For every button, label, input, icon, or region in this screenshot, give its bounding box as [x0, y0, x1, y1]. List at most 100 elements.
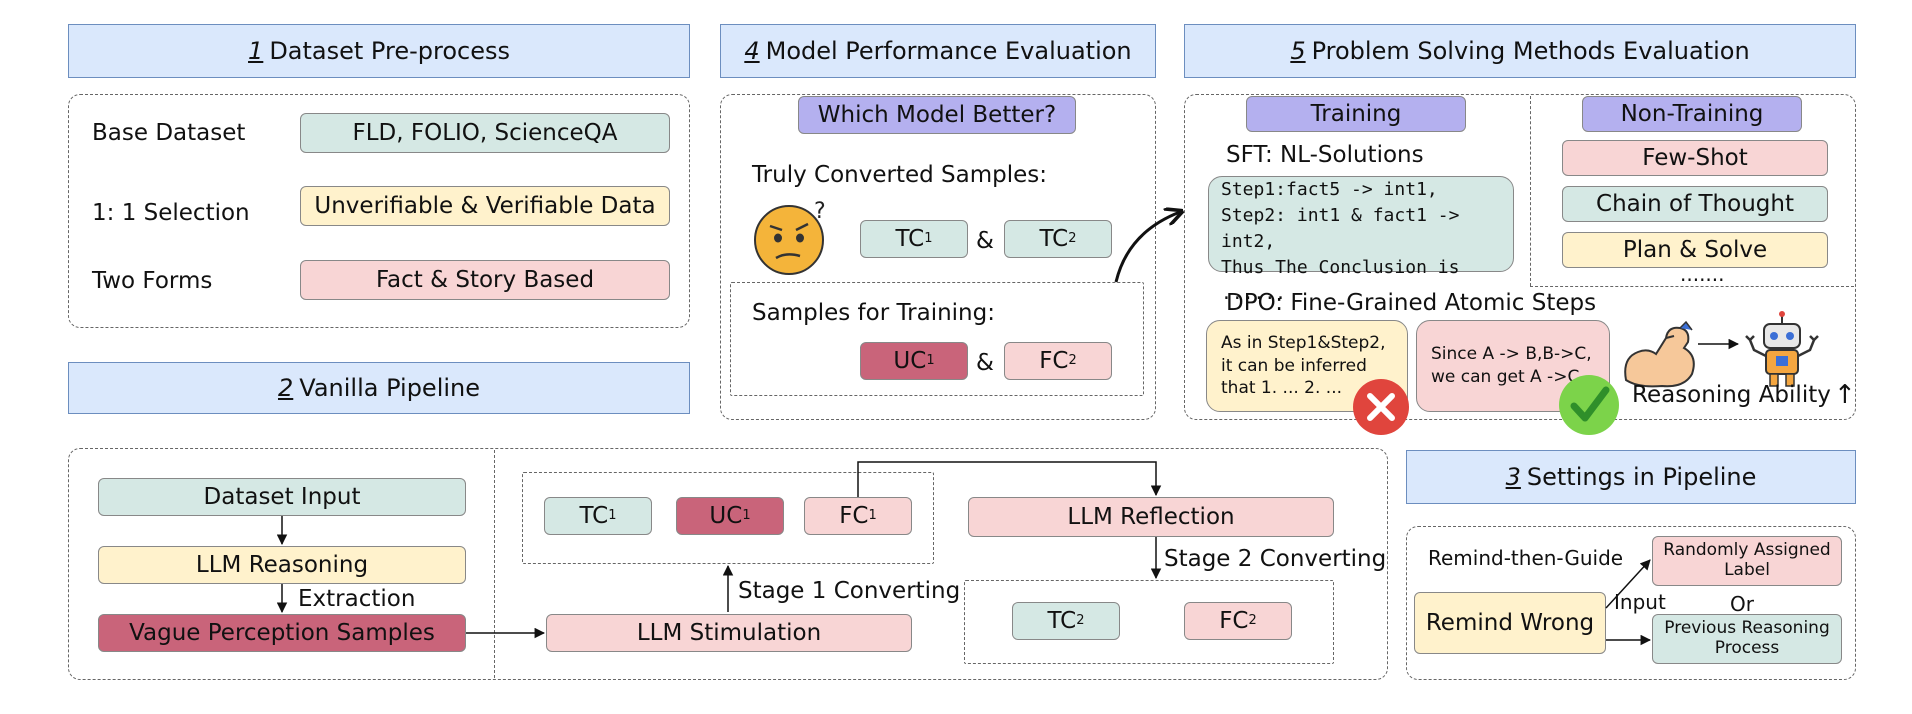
previous-process-box: Previous Reasoning Process [1652, 614, 1842, 664]
confused-face-icon: ? [752, 198, 836, 276]
robot-icon [1742, 310, 1822, 390]
svg-text:?: ? [814, 199, 826, 224]
section1-header: 1 Dataset Pre-process [68, 24, 690, 78]
section3-number: 3 [1505, 463, 1521, 491]
section3-panel [1406, 526, 1856, 680]
section1-panel [68, 94, 690, 328]
uc1-text: UC [709, 502, 743, 529]
dataset-input-box: Dataset Input [98, 478, 466, 516]
fc1-text: FC [839, 502, 869, 529]
train-amp: & [976, 350, 994, 376]
non-training-box: Non-Training [1582, 96, 1802, 132]
section5-panel [1184, 94, 1856, 420]
section2-number: 2 [277, 374, 294, 402]
section2-header: 2 Vanilla Pipeline [68, 362, 690, 414]
base-dataset-label: Base Dataset [92, 120, 246, 146]
section3-title: Settings in Pipeline [1526, 463, 1757, 491]
truly-tc2-sup: 2 [1068, 230, 1077, 246]
sft-line-3: Thus The Conclusion is ...... [1221, 257, 1460, 305]
tc2-sup: 2 [1076, 612, 1085, 628]
section1-number: 1 [248, 37, 264, 65]
section5-number: 5 [1290, 37, 1306, 65]
llm-reasoning-box: LLM Reasoning [98, 546, 466, 584]
chosen-line-2: we can get A ->C [1431, 367, 1580, 387]
fc1-sup: 1 [868, 507, 877, 523]
section4-panel [720, 94, 1156, 420]
section1-title: Dataset Pre-process [269, 37, 510, 65]
remind-then-guide-label: Remind-then-Guide [1428, 546, 1624, 570]
section2-divider [494, 450, 495, 678]
fc2-sup: 2 [1248, 612, 1257, 628]
section2-title: Vanilla Pipeline [299, 374, 481, 402]
section3-header: 3 Settings in Pipeline [1406, 450, 1856, 504]
truly-tc2-text: TC [1039, 225, 1069, 252]
pipeline-arrows [276, 338, 1740, 646]
check-icon [1558, 374, 1620, 436]
which-model-box: Which Model Better? [798, 96, 1076, 134]
section5-title: Problem Solving Methods Evaluation [1311, 37, 1750, 65]
truly-amp: & [976, 228, 994, 254]
fc2-text: FC [1219, 607, 1249, 634]
muscle-arm-icon [1618, 318, 1704, 394]
section5-hdivider [1530, 286, 1854, 287]
sft-label: SFT: NL-Solutions [1226, 142, 1424, 168]
section4-title: Model Performance Evaluation [765, 37, 1132, 65]
training-box: Training [1246, 96, 1466, 132]
stage2-label: Stage 2 Converting [1164, 546, 1387, 572]
section2-panel [68, 448, 1388, 680]
or-label: Or [1730, 592, 1754, 616]
tc2-text: TC [1047, 607, 1077, 634]
two-forms-label: Two Forms [92, 268, 213, 294]
reasoning-ability-label: Reasoning Ability [1632, 382, 1831, 408]
training-samples-group [730, 282, 1144, 396]
chosen-line-1: Since A -> B,B->C, [1431, 344, 1592, 365]
train-fc2-sup: 2 [1068, 352, 1077, 368]
rejected-line-3: that 1. ... 2. ... [1221, 378, 1343, 399]
tc1-text: TC [579, 502, 609, 529]
uc1-sup: 1 [742, 507, 751, 523]
truly-tc1-sup: 1 [924, 230, 933, 246]
selection-box: Unverifiable & Verifiable Data [300, 186, 670, 226]
train-uc1-sup: 1 [926, 352, 935, 368]
cross-icon [1352, 378, 1410, 436]
dpo-rejected-box: As in Step1&Step2, it can be inferred th… [1206, 320, 1408, 412]
dpo-label: DPO: Fine-Grained Atomic Steps [1226, 290, 1597, 316]
section4-header: 4 Model Performance Evaluation [720, 24, 1156, 78]
llm-stimulation-box: LLM Stimulation [546, 614, 912, 652]
remind-wrong-box: Remind Wrong [1414, 592, 1606, 654]
cot-box: Chain of Thought [1562, 186, 1828, 222]
training-samples-label: Samples for Training: [752, 300, 995, 326]
truly-converted-label: Truly Converted Samples: [752, 162, 1047, 188]
selection-label: 1: 1 Selection [92, 200, 250, 226]
extraction-label: Extraction [298, 586, 416, 612]
llm-reflection-box: LLM Reflection [968, 497, 1334, 537]
train-fc2-text: FC [1039, 347, 1069, 374]
train-uc1-text: UC [893, 347, 927, 374]
sft-line-1: Step1:fact5 -> int1, [1221, 179, 1438, 200]
tc1-sup: 1 [608, 507, 617, 523]
stage2-group [964, 580, 1334, 664]
section5-header: 5 Problem Solving Methods Evaluation [1184, 24, 1856, 78]
section5-vdivider [1530, 96, 1531, 286]
to-methods-arrow [1114, 212, 1180, 283]
input-label: Input [1614, 590, 1666, 614]
base-dataset-box: FLD, FOLIO, ScienceQA [300, 113, 670, 153]
sft-solution-box: Step1:fact5 -> int1, Step2: int1 & fact1… [1208, 176, 1514, 304]
rejected-line-1: As in Step1&Step2, [1221, 332, 1386, 353]
sft-line-2: Step2: int1 & fact1 -> int2, [1221, 205, 1460, 253]
plan-solve-box: Plan & Solve [1562, 232, 1828, 268]
stage1-label: Stage 1 Converting [738, 578, 961, 604]
rejected-line-2: it can be inferred [1221, 355, 1367, 376]
more-dots: ....... [1680, 262, 1725, 286]
vague-samples-box: Vague Perception Samples [98, 614, 466, 652]
two-forms-box: Fact & Story Based [300, 260, 670, 300]
